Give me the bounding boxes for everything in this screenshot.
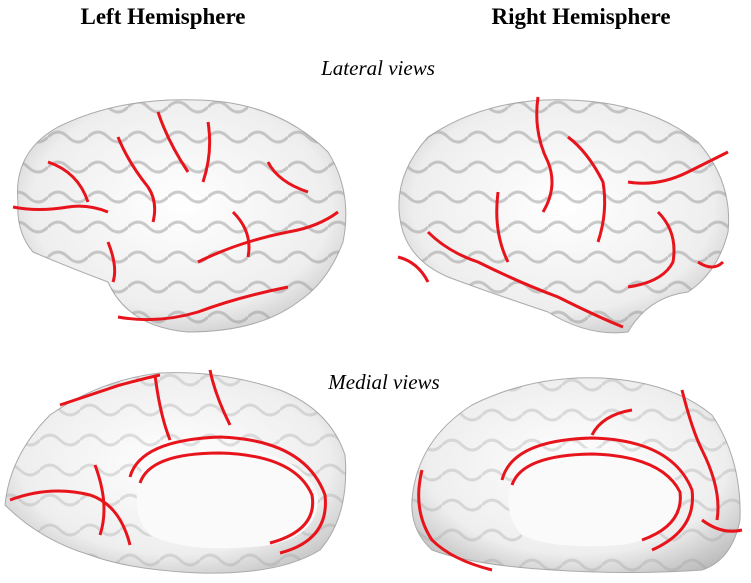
right-medial-brain	[411, 377, 743, 573]
right-hemisphere-header: Right Hemisphere	[491, 4, 671, 29]
left-lateral-brain	[12, 99, 347, 333]
lateral-views-label: Lateral views	[321, 56, 435, 80]
left-hemisphere-header: Left Hemisphere	[80, 4, 246, 29]
boundary-lines	[12, 111, 339, 322]
right-lateral-brain	[397, 96, 730, 334]
medial-views-label: Medial views	[328, 370, 440, 394]
left-medial-brain	[4, 369, 347, 574]
